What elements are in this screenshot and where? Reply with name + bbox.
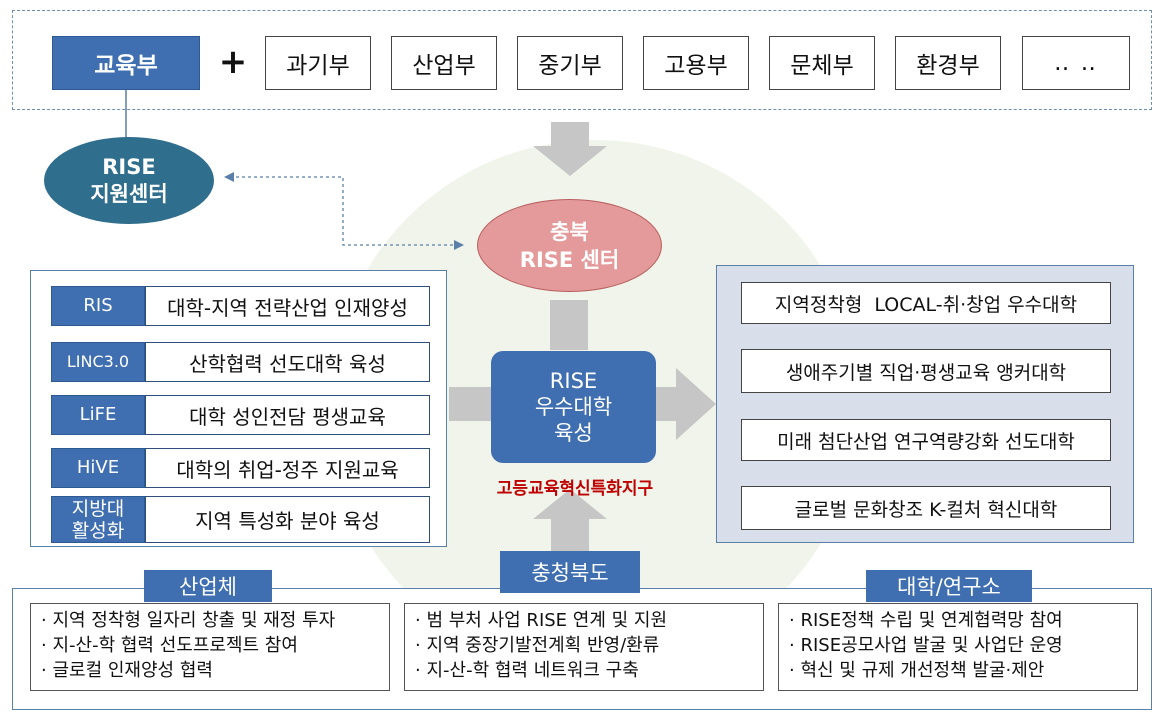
list-item: · 지역 정착형 일자리 창출 및 재정 투자: [41, 610, 336, 631]
province-list: · 범 부처 사업 RISE 연계 및 지원 · 지역 중장기발전계획 반영/환…: [404, 603, 764, 691]
univ-type-research: 미래 첨단산업 연구역량강화 선도대학: [741, 419, 1111, 461]
university-label: 대학/연구소: [866, 570, 1032, 602]
list-item: · RISE정책 수립 및 연계협력망 참여: [789, 610, 1063, 631]
list-item: · 지-산-학 협력 네트워크 구축: [415, 660, 639, 681]
connector-support-chungbuk: [230, 176, 458, 246]
industry-list: · 지역 정착형 일자리 창출 및 재정 투자 · 지-산-학 협력 선도프로젝…: [30, 603, 390, 691]
arrow-down-top: [533, 122, 607, 176]
rise-univ-line2: 우수대학: [534, 395, 613, 419]
rise-support-center: RISE 지원센터: [44, 137, 214, 224]
arrow-up-bottom: [533, 489, 607, 552]
rise-univ-box: RISE 우수대학 육성: [491, 351, 656, 463]
rise-univ-line3: 육성: [554, 421, 593, 445]
rise-univ-line1: RISE: [549, 369, 598, 393]
program-tag-ris: RIS: [51, 286, 145, 326]
university-list: · RISE정책 수립 및 연계협력망 참여 · RISE공모사업 발굴 및 사…: [778, 603, 1138, 691]
program-tag-linc: LINC3.0: [51, 342, 145, 382]
univ-type-kculture: 글로벌 문화창조 K-컬처 혁신대학: [741, 486, 1111, 530]
arrow-stem-center: [550, 300, 588, 350]
support-center-line2: 지원센터: [90, 181, 168, 206]
arrow-right-big: [655, 368, 716, 440]
list-item: · 지역 중장기발전계획 반영/환류: [415, 635, 660, 656]
program-tag-life: LiFE: [51, 395, 145, 435]
ministry-industry: 산업부: [391, 36, 497, 90]
plus-sign: +: [218, 42, 248, 82]
list-item: · 글로컬 인재양성 협력: [41, 660, 213, 681]
ministry-education: 교육부: [52, 36, 200, 90]
program-text-hive: 대학의 취업-정주 지원교육: [145, 448, 430, 488]
ministry-more: ‥ ‥: [1022, 36, 1130, 90]
ministry-science: 과기부: [265, 36, 371, 90]
support-center-line1: RISE: [102, 154, 156, 179]
ministries-frame: [12, 10, 1152, 110]
list-item: · RISE공모사업 발굴 및 사업단 운영: [789, 635, 1063, 656]
ministry-environment: 환경부: [895, 36, 1001, 90]
ministry-labor: 고용부: [643, 36, 749, 90]
program-text-life: 대학 성인전담 평생교육: [145, 395, 430, 435]
arrow-head-left: [224, 172, 234, 182]
program-tag-local-univ: 지방대 활성화: [51, 496, 145, 543]
arrow-head-right: [454, 240, 464, 250]
list-item: · 범 부처 사업 RISE 연계 및 지원: [415, 610, 668, 631]
arrow-left-bar: [449, 387, 491, 421]
list-item: · 혁신 및 규제 개선정책 발굴·제안: [789, 660, 1045, 681]
chungbuk-center-line1: 충북: [550, 219, 589, 244]
chungbuk-center-line2: RISE 센터: [519, 247, 620, 272]
province-label: 충청북도: [500, 551, 640, 593]
special-zone-label: 고등교육혁신특화지구: [496, 479, 654, 499]
industry-label: 산업체: [144, 570, 272, 602]
univ-type-anchor: 생애주기별 직업·평생교육 앵커대학: [741, 349, 1111, 393]
program-text-local-univ: 지역 특성화 분야 육성: [145, 496, 430, 543]
univ-type-local: 지역정착형 LOCAL-취·창업 우수대학: [741, 282, 1111, 324]
program-tag-hive: HiVE: [51, 448, 145, 488]
ministry-culture: 문체부: [769, 36, 875, 90]
ministry-sme: 중기부: [517, 36, 623, 90]
chungbuk-rise-center: 충북 RISE 센터: [477, 199, 662, 292]
list-item: · 지-산-학 협력 선도프로젝트 참여: [41, 635, 298, 656]
program-text-ris: 대학-지역 전략산업 인재양성: [145, 286, 430, 326]
program-text-linc: 산학협력 선도대학 육성: [145, 342, 430, 382]
